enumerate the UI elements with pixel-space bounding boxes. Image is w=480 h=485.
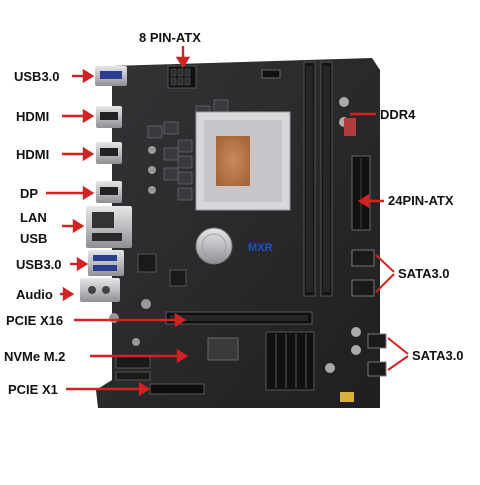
- cpu-socket: [195, 111, 291, 211]
- atx24-connector: [351, 155, 371, 231]
- label-dp: DP: [20, 186, 39, 201]
- audio-port: [80, 278, 120, 302]
- label-sata-lower: SATA3.0: [412, 348, 464, 363]
- cmos-battery: [195, 227, 233, 265]
- label-usb: USB: [20, 231, 48, 246]
- label-lan: LAN: [20, 210, 47, 225]
- vrm-chokes: [147, 99, 229, 201]
- atx8-connector: [167, 65, 197, 89]
- label-hdmi-2: HDMI: [16, 147, 50, 162]
- label-atx24: 24PIN-ATX: [388, 193, 454, 208]
- chipset-heatsink: [265, 331, 315, 391]
- pointer-arrows: [46, 46, 409, 397]
- sata-ports-upper: [351, 249, 375, 297]
- rear-io-ports: [80, 66, 132, 302]
- label-pcie1: PCIE X1: [8, 382, 58, 397]
- label-nvme: NVMe M.2: [4, 349, 66, 364]
- label-usb30-top: USB3.0: [14, 69, 60, 84]
- label-ddr4: DDR4: [380, 107, 416, 122]
- brand-logo: MXR: [248, 242, 273, 254]
- label-pcie16: PCIE X16: [6, 313, 64, 328]
- label-sata-upper: SATA3.0: [398, 266, 450, 281]
- sata-ports-lower: [367, 333, 387, 377]
- label-usb30-bottom: USB3.0: [16, 257, 62, 272]
- cpu-pad: [216, 136, 250, 186]
- nvme-slot: [207, 337, 239, 361]
- pcie-x1-slot: [149, 383, 205, 395]
- label-audio: Audio: [16, 287, 53, 302]
- ddr4-slots: [303, 61, 333, 297]
- pcie-x16-slot: [165, 311, 313, 325]
- usb30-bottom-port: [88, 250, 124, 276]
- label-hdmi-1: HDMI: [16, 109, 50, 124]
- label-atx8: 8 PIN-ATX: [139, 30, 201, 45]
